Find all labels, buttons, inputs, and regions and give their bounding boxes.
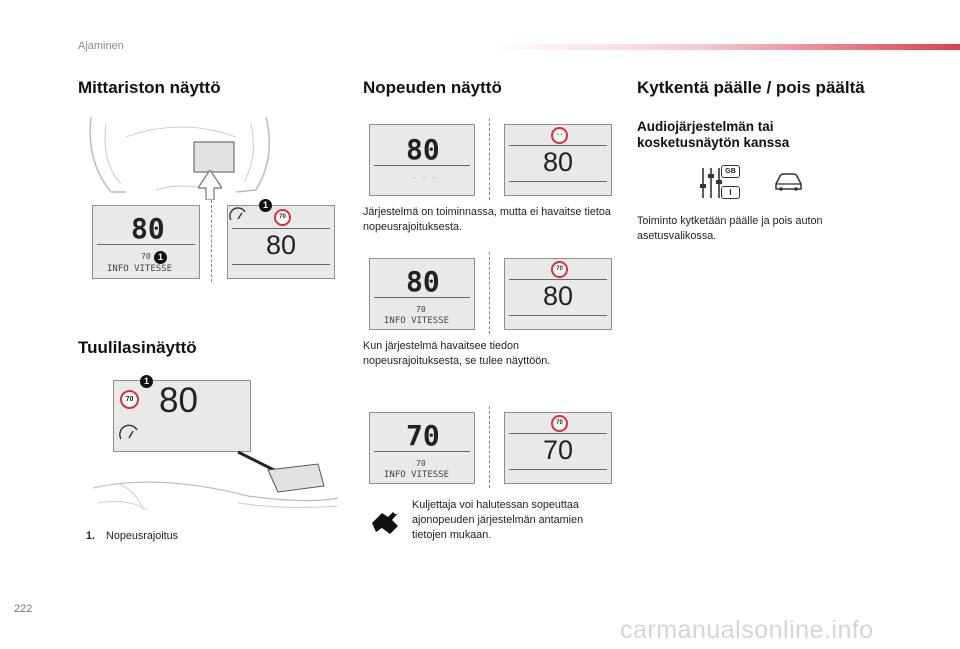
callout-number: 1: [140, 375, 153, 388]
on-off-description: Toiminto kytketään päälle ja pois auton …: [637, 215, 823, 242]
section-title-instrument-display: Mittariston näyttö: [78, 78, 221, 97]
divider-dashed: [211, 200, 212, 282]
cluster-display-left: 80 70 INFO VITESSE: [92, 205, 200, 279]
section-title-hud: Tuulilasinäyttö: [78, 338, 197, 357]
speed-display-row2-left: 80 70 INFO VITESSE: [369, 258, 475, 330]
speed-limit-sign-icon: 70: [274, 209, 291, 226]
speed-limit-sign-icon: 70: [551, 415, 568, 432]
hand-wrench-icon: [372, 508, 399, 534]
watermark: carmanualsonline.info: [620, 616, 874, 644]
cluster-info-label: INFO VITESSE: [107, 264, 173, 274]
subtitle-audio-touchscreen: Audiojärjestelmän tai kosketusnäytön kan…: [637, 119, 790, 150]
windscreen-illustration: [92, 450, 339, 511]
callout-number: 1: [259, 199, 272, 212]
footnote: 1. Nopeusrajoitus: [86, 529, 178, 544]
footnote-number: 1.: [86, 530, 96, 542]
header-accent-bar: [490, 44, 960, 50]
driver-tip: Kuljettaja voi halutessan sopeuttaa ajon…: [412, 499, 584, 541]
caption-row2: Kun järjestelmä havaitsee tiedon nopeusr…: [363, 340, 551, 367]
car-icon: [775, 173, 802, 191]
info-label: INFO VITESSE: [384, 470, 450, 480]
cluster-speed-value: 80: [131, 212, 165, 245]
hud-speed-value: 80: [159, 381, 198, 420]
speed-value: 70: [406, 419, 440, 452]
speed-value: 80: [406, 265, 440, 298]
speed-display-row3-left: 70 70 INFO VITESSE: [369, 412, 475, 484]
speed-subvalue: 70: [416, 459, 426, 468]
speed-subvalue: - - -: [412, 173, 437, 182]
speed-limit-sign-icon: 70: [551, 261, 568, 278]
section-title-on-off: Kytkentä päälle / pois päältä: [637, 78, 865, 97]
speed-display-row1-right: - - 80: [504, 124, 612, 196]
speed-limit-sign-icon: - -: [551, 127, 568, 144]
info-label: INFO VITESSE: [384, 316, 450, 326]
speed-value: 80: [406, 133, 440, 166]
cluster-limit-small: 70: [141, 252, 151, 261]
speed-limiter-icon: [229, 207, 246, 221]
speed-display-row1-left: 80 - - -: [369, 124, 475, 196]
section-header: Ajaminen: [78, 40, 124, 52]
language-badge: GB: [721, 165, 740, 178]
cluster-alt-speed: 80: [266, 230, 297, 260]
pointer-arrow-icon: [198, 170, 222, 200]
caption-row1: Järjestelmä on toiminnassa, mutta ei hav…: [363, 206, 611, 233]
page-number: 222: [14, 603, 33, 615]
speed-display-row3-right: 70 70: [504, 412, 612, 484]
footnote-text: Nopeusrajoitus: [106, 530, 179, 542]
cluster-display-right: 70 80: [227, 205, 335, 279]
callout-number: 1: [154, 251, 167, 264]
speed-value: 70: [543, 435, 574, 465]
speed-value: 80: [543, 147, 574, 177]
speed-subvalue: 70: [416, 305, 426, 314]
settings-sliders-icon: [700, 168, 722, 198]
speed-limiter-icon: [119, 424, 138, 440]
info-badge: I: [721, 186, 740, 199]
speed-limit-sign-icon: 70: [120, 390, 139, 409]
instrument-panel-illustration: [89, 116, 271, 193]
speed-display-row2-right: 70 80: [504, 258, 612, 330]
hud-display: 70 80: [113, 380, 251, 452]
speed-value: 80: [543, 281, 574, 311]
section-title-speed-display: Nopeuden näyttö: [363, 78, 502, 97]
